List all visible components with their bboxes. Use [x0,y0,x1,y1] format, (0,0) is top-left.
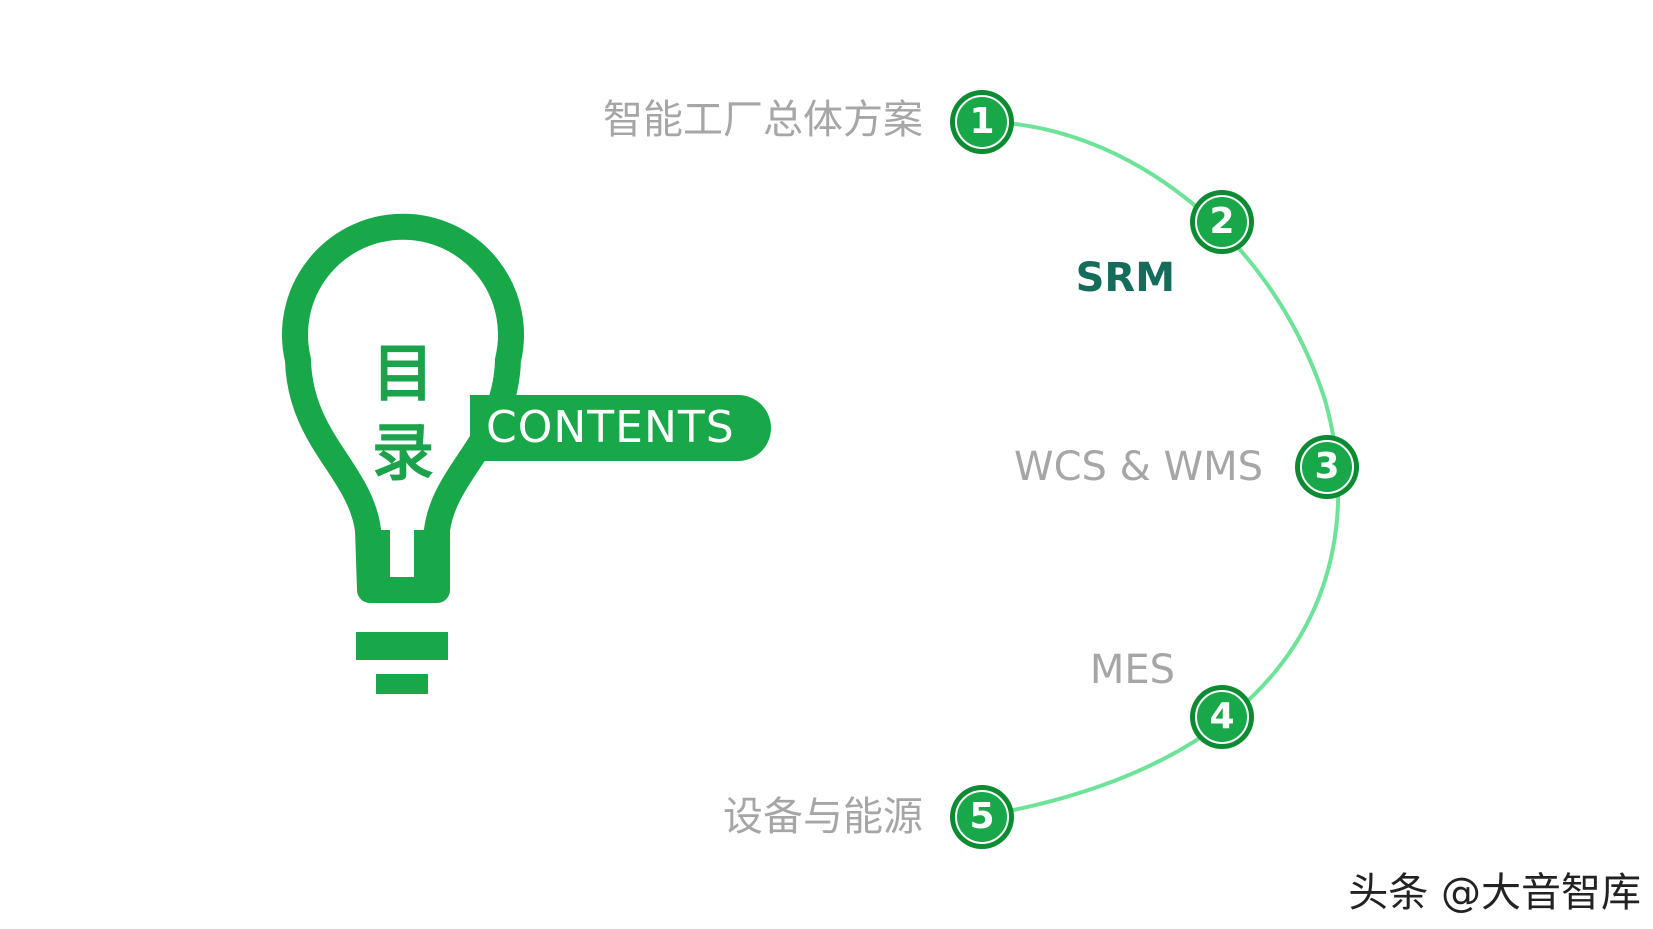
item-label-1[interactable]: 智能工厂总体方案 [603,97,923,143]
item-node-1[interactable]: 1 [950,90,1014,154]
contents-tag: CONTENTS [486,402,735,453]
lightbulb-icon [282,213,771,694]
item-number-5: 5 [955,790,1009,844]
item-number-2: 2 [1195,195,1249,249]
item-label-3[interactable]: WCS & WMS [1014,444,1263,490]
title-char-1: 目 [371,337,434,410]
item-label-4[interactable]: MES [1089,647,1175,693]
item-label-2[interactable]: SRM [1075,255,1175,301]
title-char-2: 录 [371,416,434,489]
item-label-5[interactable]: 设备与能源 [723,794,923,840]
item-number-1: 1 [955,95,1009,149]
item-node-2[interactable]: 2 [1190,190,1254,254]
item-number-3: 3 [1300,440,1354,494]
watermark: 头条 @大音智库 [1348,870,1641,916]
item-node-5[interactable]: 5 [950,785,1014,849]
item-number-4: 4 [1195,690,1249,744]
item-node-4[interactable]: 4 [1190,685,1254,749]
item-node-3[interactable]: 3 [1295,435,1359,499]
contents-banner [470,395,771,461]
